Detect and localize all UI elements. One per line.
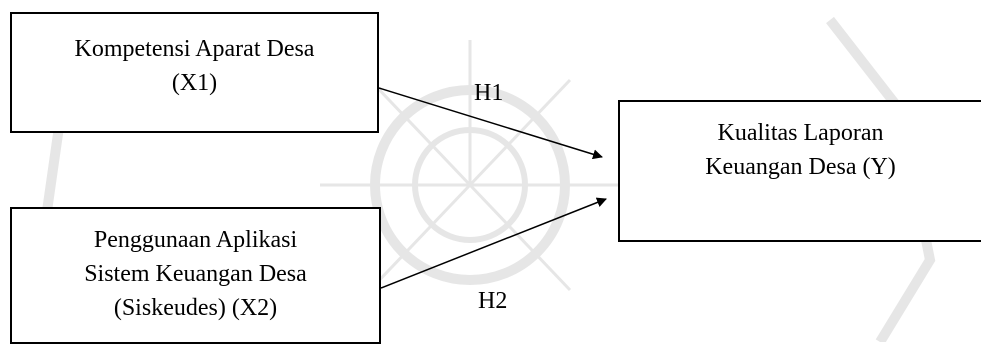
box-kualitas-laporan-keuangan: Kualitas Laporan Keuangan Desa (Y) (618, 100, 981, 242)
hypothesis-label-h2: H2 (478, 288, 508, 314)
box-kompetensi-aparat-desa: Kompetensi Aparat Desa (X1) (10, 12, 379, 133)
box-y-line2: Keuangan Desa (Y) (705, 154, 896, 180)
box-y-line1: Kualitas Laporan (717, 120, 884, 146)
box-x2-line2: Sistem Keuangan Desa (84, 261, 307, 287)
box-x1-line2: (X1) (171, 70, 218, 96)
box-x2-line3: (Siskeudes) (X2) (113, 295, 278, 321)
box-x2-line1: Penggunaan Aplikasi (93, 227, 298, 253)
hypothesis-label-h1: H1 (474, 80, 504, 106)
arrow-h2 (380, 197, 607, 289)
arrow-h1 (378, 87, 603, 160)
box-penggunaan-siskeudes: Penggunaan Aplikasi Sistem Keuangan Desa… (10, 207, 381, 344)
box-x1-line1: Kompetensi Aparat Desa (74, 36, 315, 62)
